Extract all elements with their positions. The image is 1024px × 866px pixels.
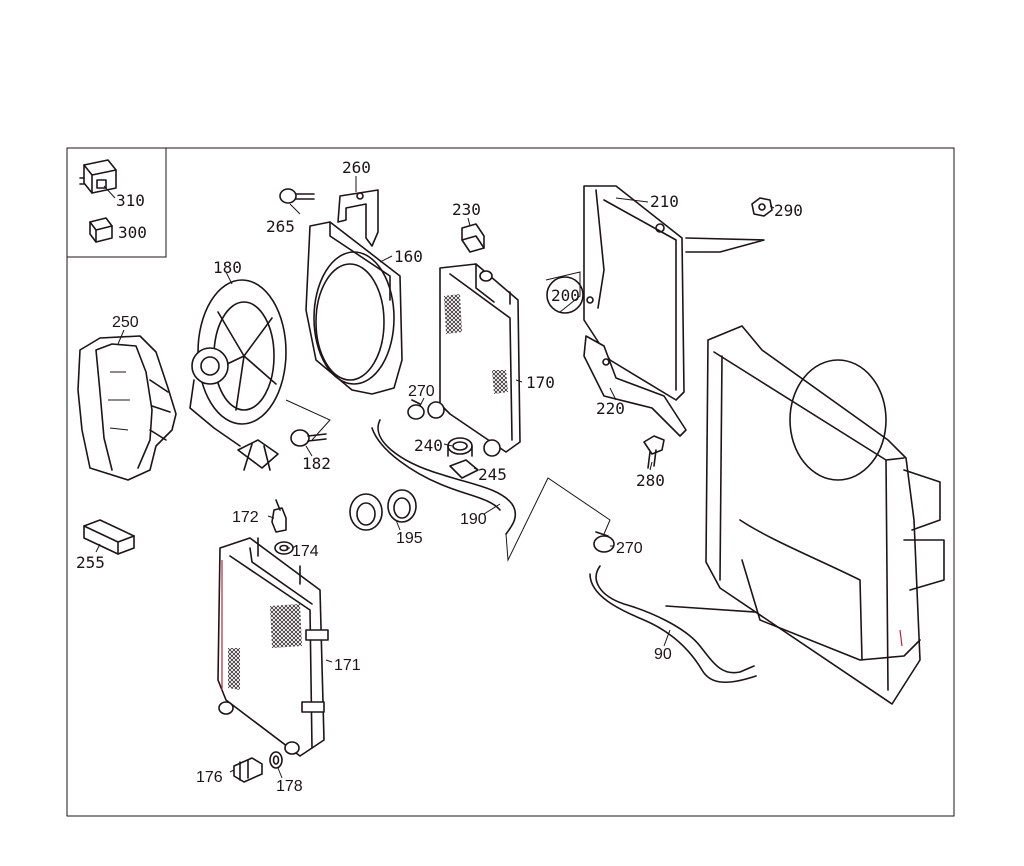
callout-245: 245 xyxy=(478,465,507,484)
callout-180: 180 xyxy=(213,258,242,277)
plug-230-part xyxy=(461,223,485,253)
callout-200-circle xyxy=(546,276,584,314)
leader-lines xyxy=(95,176,775,779)
hose-190-part xyxy=(371,419,611,562)
callout-310: 310 xyxy=(116,191,145,210)
inset-box xyxy=(67,148,167,258)
fan-cowl-160-part xyxy=(305,221,403,395)
clip-245-part xyxy=(449,459,479,479)
callout-172: 172 xyxy=(232,509,259,526)
fan-shroud-250-part xyxy=(77,335,177,481)
callout-170: 170 xyxy=(526,373,555,392)
callout-182: 182 xyxy=(302,454,331,473)
callout-270-upper: 270 xyxy=(408,383,435,400)
callout-210: 210 xyxy=(650,192,679,211)
callout-230: 230 xyxy=(452,200,481,219)
callout-160: 160 xyxy=(394,247,423,266)
callout-190: 190 xyxy=(460,511,487,528)
callout-171: 171 xyxy=(334,657,361,674)
fan-motor-180-part xyxy=(189,279,331,471)
callout-195: 195 xyxy=(396,530,423,547)
clamps-195-part xyxy=(349,489,417,531)
relay-310-part xyxy=(79,159,117,194)
radiator-170-part xyxy=(427,263,521,457)
seal-178-part xyxy=(269,751,283,769)
callout-260: 260 xyxy=(342,158,371,177)
diagram-frame xyxy=(66,147,955,817)
callout-270-lower: 270 xyxy=(616,540,643,557)
bolt-280-part xyxy=(643,435,665,469)
bracket-220-part xyxy=(583,335,687,437)
pad-255-part xyxy=(83,519,135,555)
callout-220: 220 xyxy=(596,399,625,418)
bracket-210-part xyxy=(583,185,765,401)
radiator-171-part xyxy=(217,537,329,757)
relay-300-part xyxy=(89,217,113,243)
callout-290: 290 xyxy=(774,201,803,220)
radiator-assembly-part xyxy=(705,325,945,705)
callout-178: 178 xyxy=(276,778,303,795)
bracket-260-part xyxy=(337,189,379,247)
callout-174: 174 xyxy=(292,543,319,560)
bolt-265-part xyxy=(279,188,315,204)
sensor-172-part xyxy=(271,499,287,533)
plug-176-part xyxy=(233,757,263,783)
callout-200: 200 xyxy=(551,286,580,305)
seal-240-part xyxy=(447,437,473,457)
clamp-270-lower-part xyxy=(593,531,615,553)
callout-250: 250 xyxy=(112,314,139,331)
callout-240: 240 xyxy=(414,436,443,455)
washer-174-part xyxy=(274,541,294,555)
callout-90: 90 xyxy=(654,646,672,663)
callout-265: 265 xyxy=(266,217,295,236)
bolt-182-part xyxy=(290,429,327,447)
callout-176: 176 xyxy=(196,769,223,786)
callout-280: 280 xyxy=(636,471,665,490)
callout-300: 300 xyxy=(118,223,147,242)
nut-290-part xyxy=(751,197,773,217)
callout-255: 255 xyxy=(76,553,105,572)
clamp-270-upper-part xyxy=(407,399,425,420)
